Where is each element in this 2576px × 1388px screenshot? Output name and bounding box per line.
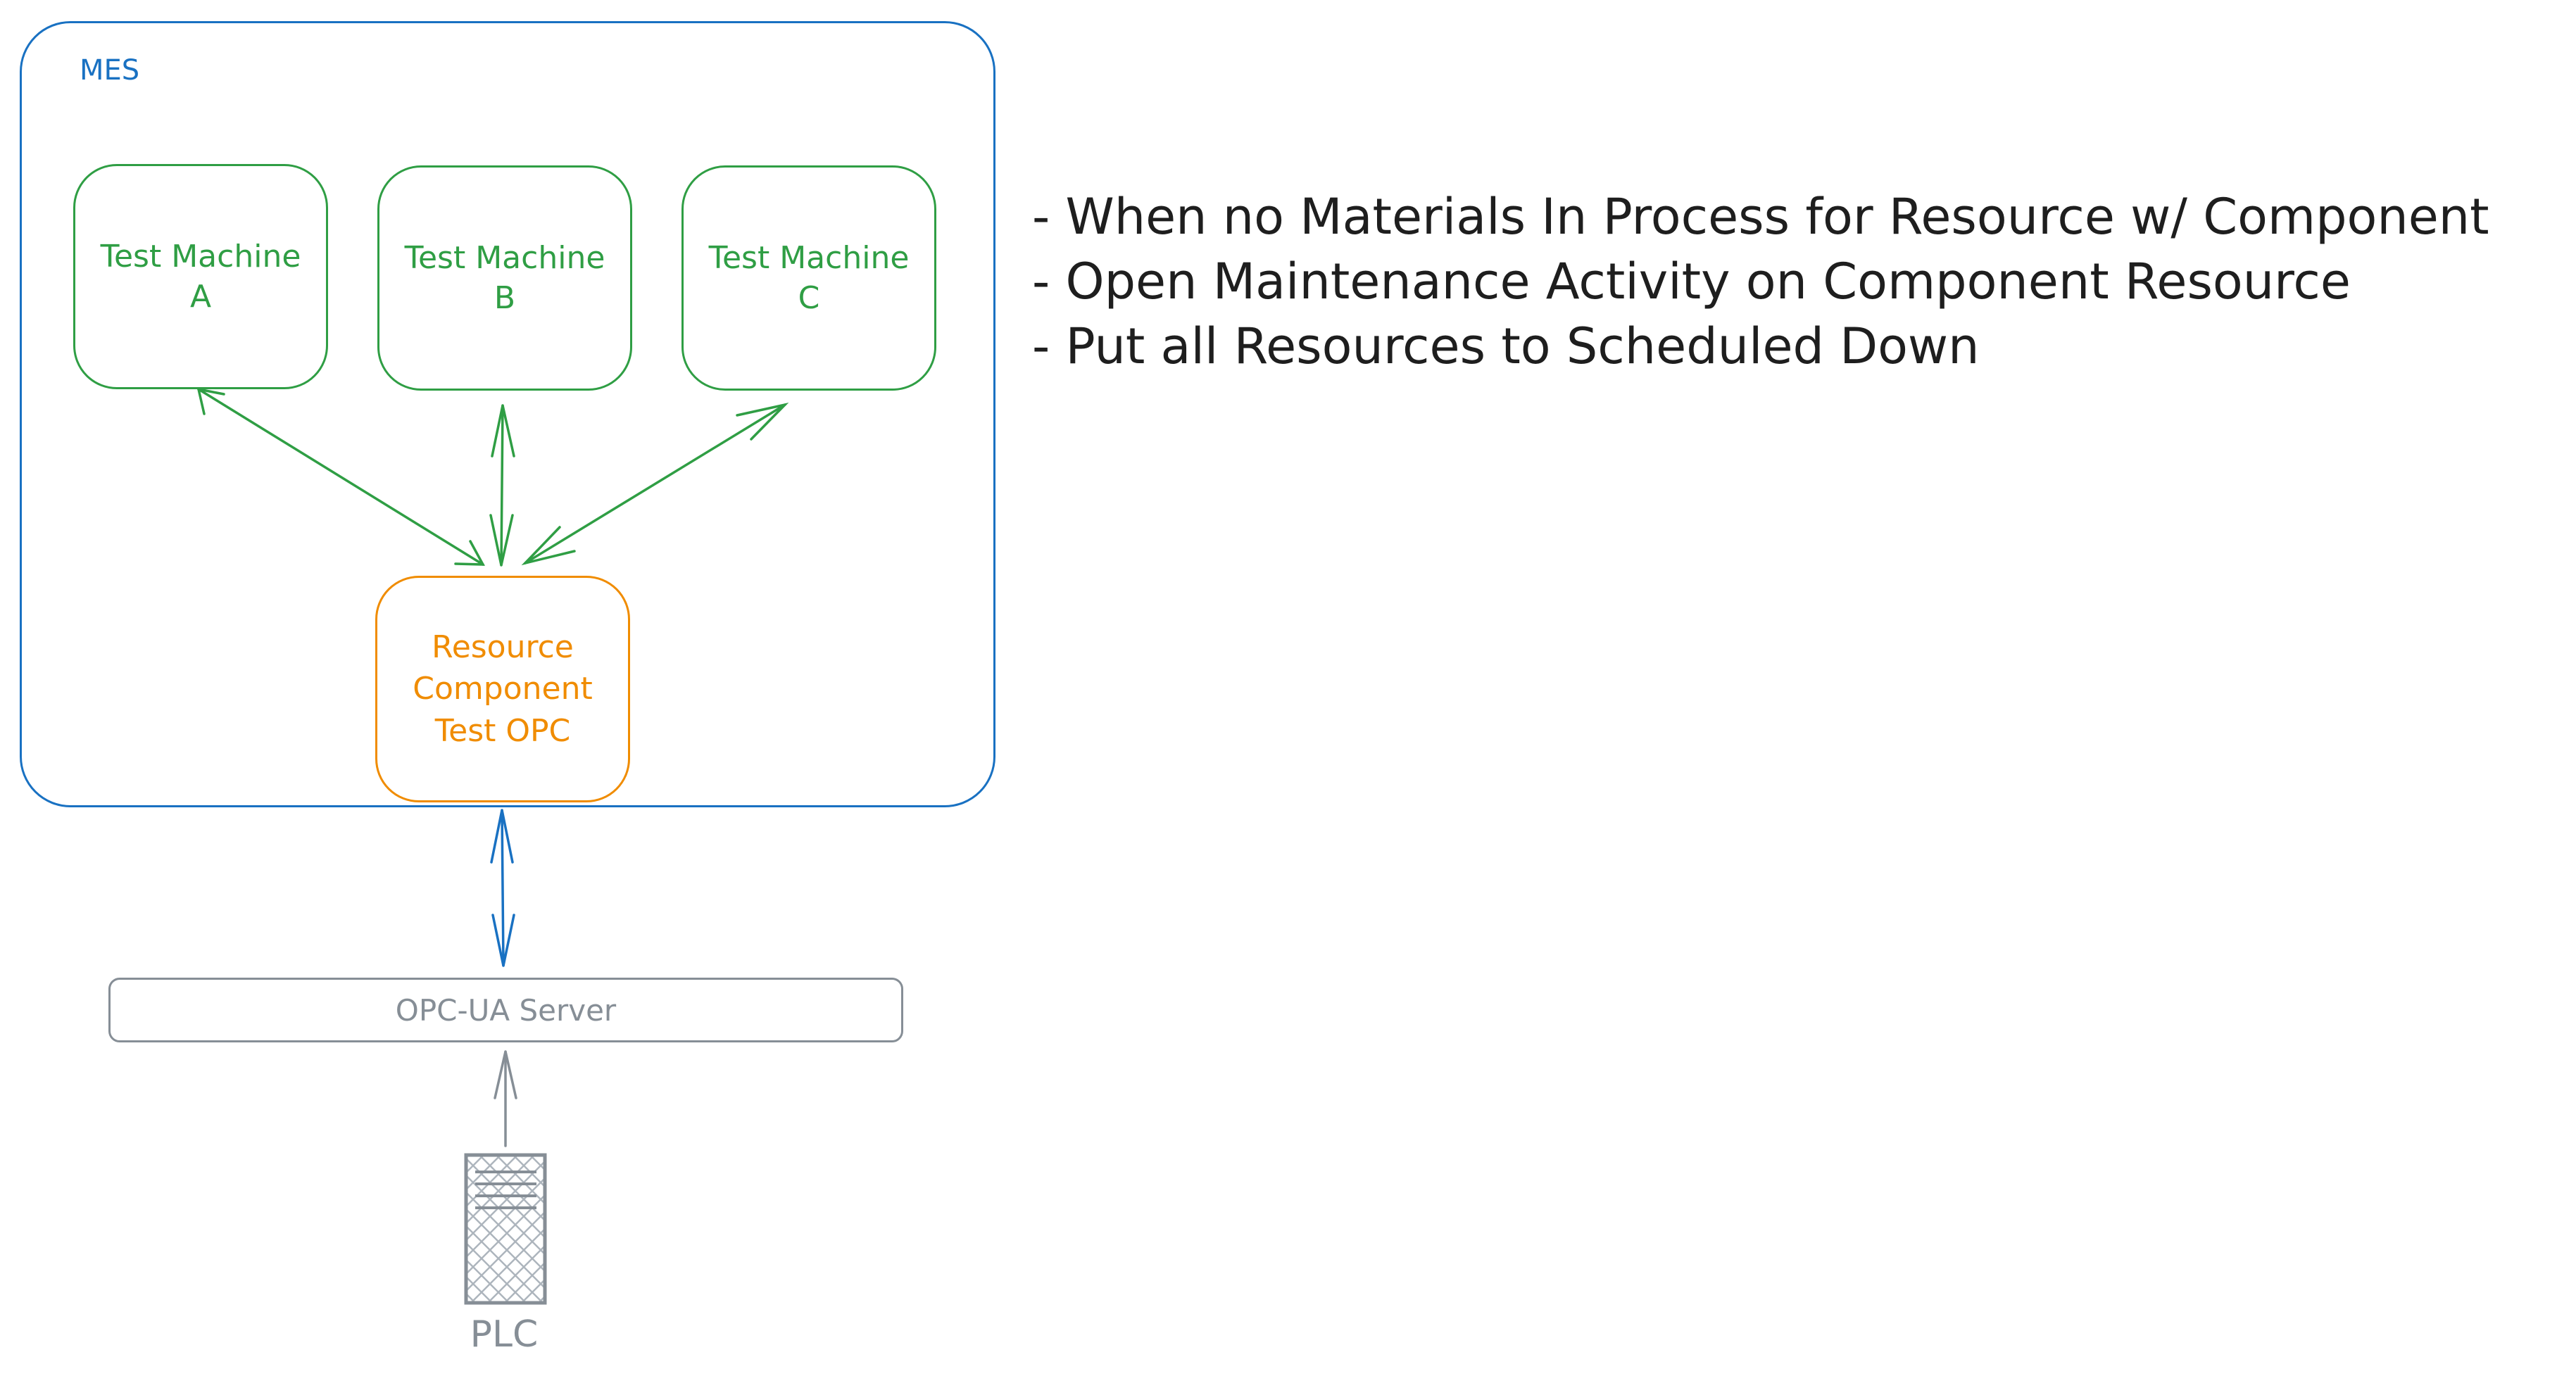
test-machine-c-label: Test Machine C — [708, 239, 910, 316]
mes-container[interactable] — [20, 21, 995, 807]
arrow-resource-server — [490, 809, 515, 967]
test-machine-a-node[interactable]: Test Machine A — [73, 164, 328, 389]
arrow-machine-a-resource — [196, 387, 485, 566]
opc-ua-server-label: OPC-UA Server — [395, 992, 617, 1028]
mes-label: MES — [80, 54, 140, 87]
note-item: - When no Materials In Process for Resou… — [1032, 188, 2489, 246]
opc-ua-server-node[interactable]: OPC-UA Server — [108, 978, 903, 1042]
note-item: - Open Maintenance Activity on Component… — [1032, 253, 2351, 310]
test-machine-a-label: Test Machine A — [100, 238, 301, 315]
resource-component-node[interactable]: Resource Component Test OPC — [375, 576, 630, 802]
resource-component-label: Resource Component Test OPC — [413, 629, 593, 749]
test-machine-b-node[interactable]: Test Machine B — [377, 165, 632, 391]
plc-device-icon — [464, 1153, 547, 1305]
test-machine-b-label: Test Machine B — [404, 239, 605, 316]
arrow-machine-c-resource — [521, 403, 789, 566]
test-machine-c-node[interactable]: Test Machine C — [681, 165, 936, 391]
arrow-machine-b-resource — [489, 404, 515, 567]
plc-label: PLC — [470, 1313, 539, 1356]
note-item: - Put all Resources to Scheduled Down — [1032, 317, 1980, 375]
arrow-plc-server — [494, 1050, 517, 1147]
notes-list: - When no Materials In Process for Resou… — [1032, 184, 2489, 379]
